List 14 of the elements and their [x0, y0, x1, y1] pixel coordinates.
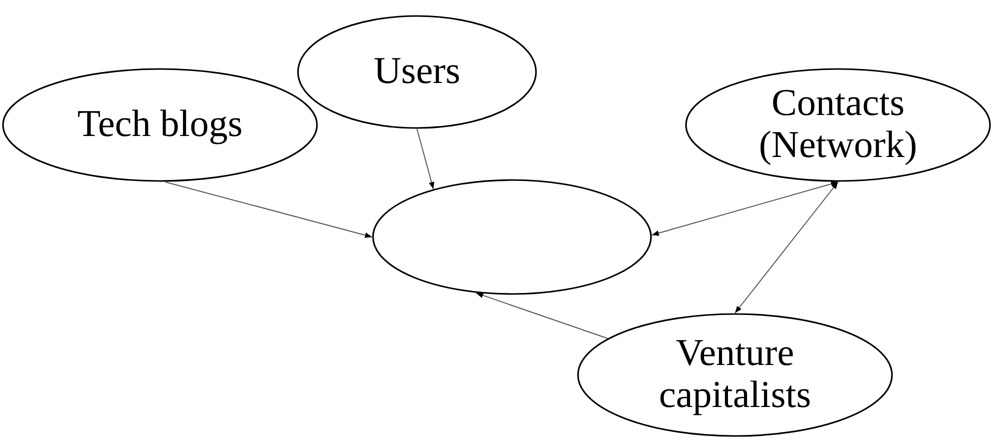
node-label: Contacts (Network) — [758, 83, 918, 167]
arrow — [734, 182, 838, 314]
arrow — [164, 181, 372, 238]
arrow — [476, 292, 608, 339]
node-label: Tech blogs — [77, 104, 243, 146]
ellipse-node — [685, 68, 991, 182]
arrow — [651, 181, 838, 236]
ellipse-node — [577, 313, 893, 437]
node-label: Users — [374, 51, 460, 93]
ellipse-node — [297, 15, 537, 129]
ellipse-node — [2, 68, 318, 182]
node-label: Venture capitalists — [658, 333, 812, 417]
ellipse-node — [372, 179, 652, 295]
arrow — [416, 128, 434, 190]
